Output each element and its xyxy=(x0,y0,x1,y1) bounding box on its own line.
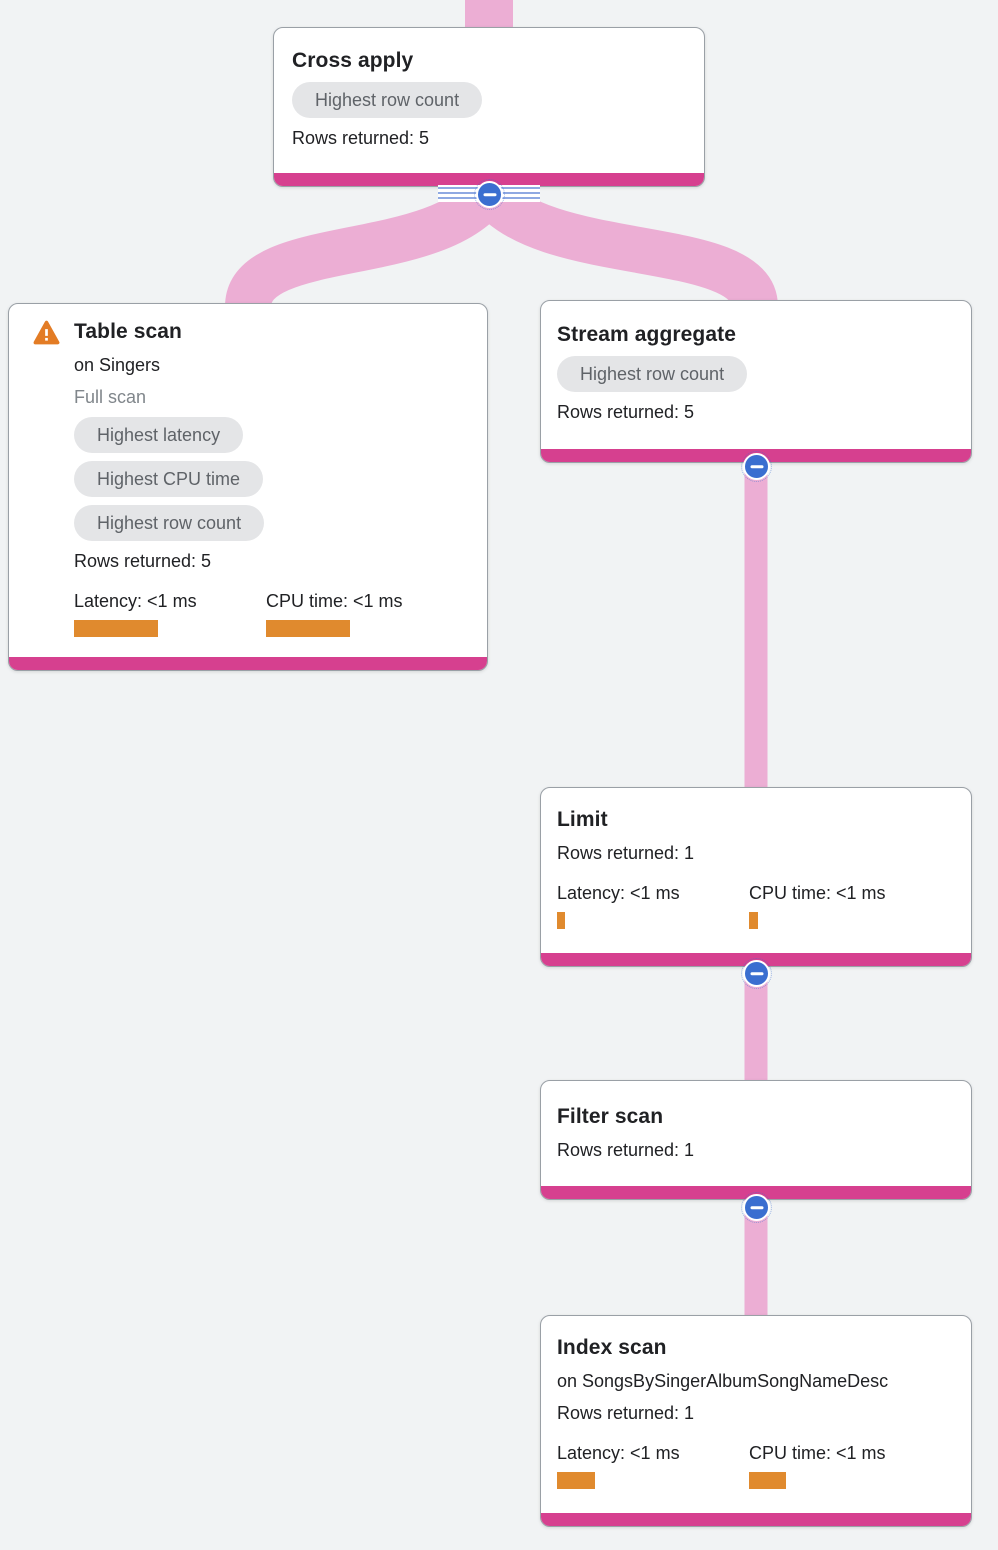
node-stream-aggregate[interactable]: Stream aggregate Highest row count Rows … xyxy=(540,300,972,463)
rows-returned: Rows returned: 5 xyxy=(557,402,695,422)
latency-bar xyxy=(74,620,158,637)
node-title: Index scan xyxy=(557,1336,667,1359)
node-bottom-bar xyxy=(274,173,704,186)
latency-metric: Latency: <1 ms xyxy=(557,882,749,929)
highlight-badge: Highest CPU time xyxy=(74,461,264,497)
highlight-badge: Highest latency xyxy=(74,417,244,453)
edge-cross-apply-to-stream-aggregate xyxy=(470,176,778,311)
node-table-scan[interactable]: Table scan on Singers Full scan Highest … xyxy=(8,303,488,671)
edge-cross-apply-to-table-scan xyxy=(225,176,508,311)
cpu-metric: CPU time: <1 ms xyxy=(749,882,941,929)
rows-returned: Rows returned: 1 xyxy=(557,843,695,863)
cpu-label: CPU time: <1 ms xyxy=(749,1443,886,1463)
scan-type: Full scan xyxy=(74,387,147,407)
cpu-bar xyxy=(266,620,350,637)
cpu-label: CPU time: <1 ms xyxy=(749,883,886,903)
cpu-metric: CPU time: <1 ms xyxy=(266,590,458,637)
collapse-button-cross-apply[interactable] xyxy=(474,179,505,210)
metrics: Latency: <1 ms CPU time: <1 ms xyxy=(557,1442,955,1489)
rows-returned: Rows returned: 5 xyxy=(292,128,430,148)
rows-returned: Rows returned: 5 xyxy=(74,551,212,571)
collapse-button-limit[interactable] xyxy=(741,958,772,989)
node-bottom-bar xyxy=(541,1513,971,1526)
latency-label: Latency: <1 ms xyxy=(557,1443,680,1463)
highlight-badge: Highest row count xyxy=(74,505,265,541)
node-index-scan[interactable]: Index scan on SongsBySingerAlbumSongName… xyxy=(540,1315,972,1527)
node-title: Filter scan xyxy=(557,1105,664,1128)
latency-label: Latency: <1 ms xyxy=(557,883,680,903)
collapse-button-filter-scan[interactable] xyxy=(741,1192,772,1223)
warning-icon xyxy=(33,320,60,350)
rows-returned: Rows returned: 1 xyxy=(557,1403,695,1423)
latency-bar xyxy=(557,912,565,929)
node-subtitle: on SongsBySingerAlbumSongNameDesc xyxy=(557,1371,889,1391)
node-bottom-bar xyxy=(9,657,487,670)
node-cross-apply[interactable]: Cross apply Highest row count Rows retur… xyxy=(273,27,705,187)
node-subtitle: on Singers xyxy=(74,355,161,375)
cpu-bar xyxy=(749,912,758,929)
node-limit[interactable]: Limit Rows returned: 1 Latency: <1 ms CP… xyxy=(540,787,972,967)
node-title: Table scan xyxy=(74,320,182,343)
highlight-badge: Highest row count xyxy=(557,356,748,392)
cpu-bar xyxy=(749,1472,786,1489)
node-title: Cross apply xyxy=(292,49,414,72)
metrics: Latency: <1 ms CPU time: <1 ms xyxy=(557,882,955,929)
latency-metric: Latency: <1 ms xyxy=(557,1442,749,1489)
collapse-button-stream-aggregate[interactable] xyxy=(741,451,772,482)
latency-metric: Latency: <1 ms xyxy=(74,590,266,637)
node-filter-scan[interactable]: Filter scan Rows returned: 1 xyxy=(540,1080,972,1200)
node-title: Limit xyxy=(557,808,608,831)
cpu-label: CPU time: <1 ms xyxy=(266,591,403,611)
highlight-badge: Highest row count xyxy=(292,82,483,118)
rows-returned: Rows returned: 1 xyxy=(557,1140,695,1160)
latency-bar xyxy=(557,1472,595,1489)
node-title: Stream aggregate xyxy=(557,323,737,346)
latency-label: Latency: <1 ms xyxy=(74,591,197,611)
metrics: Latency: <1 ms CPU time: <1 ms xyxy=(74,590,469,637)
cpu-metric: CPU time: <1 ms xyxy=(749,1442,941,1489)
node-bottom-bar xyxy=(541,1186,971,1199)
